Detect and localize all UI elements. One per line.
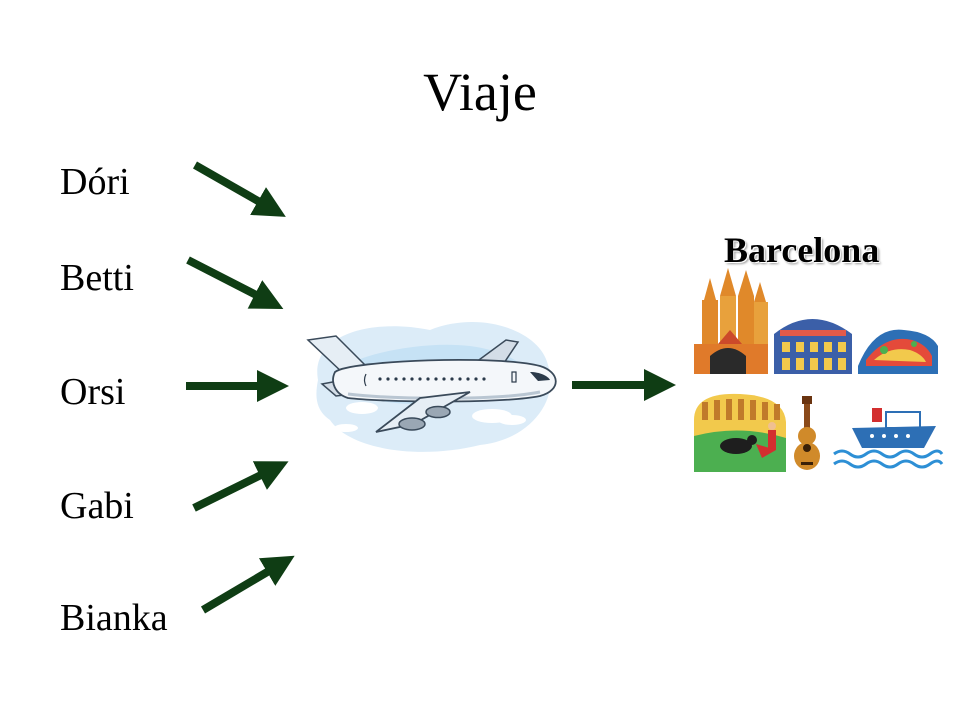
arrow-5 — [200, 555, 295, 614]
park-mosaic-icon — [858, 329, 938, 374]
arrow-4 — [192, 461, 289, 512]
guitar-icon — [794, 396, 820, 470]
barcelona-collage-icon — [694, 268, 944, 472]
ship-icon — [833, 408, 944, 469]
sagrada-familia-icon — [694, 268, 768, 374]
airplane-icon — [306, 322, 557, 452]
traveler-name-2: Betti — [60, 257, 134, 299]
building-icon — [774, 319, 852, 374]
page-title: Viaje — [423, 62, 537, 122]
traveler-name-5: Bianka — [60, 597, 168, 639]
traveler-name-3: Orsi — [60, 371, 126, 413]
arrow-2 — [186, 256, 284, 309]
bullring-icon — [694, 393, 786, 472]
arrow-1 — [193, 161, 286, 217]
traveler-name-1: Dóri — [60, 161, 130, 203]
traveler-name-4: Gabi — [60, 485, 134, 527]
destination-label: Barcelona — [724, 230, 880, 270]
